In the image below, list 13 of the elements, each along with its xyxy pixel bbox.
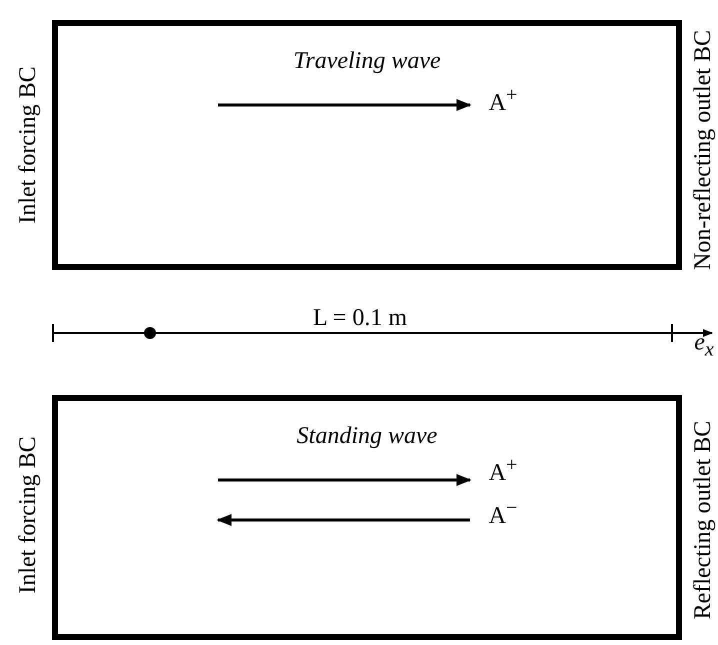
boundary-label: Non-reflecting outlet BC bbox=[690, 30, 716, 270]
box-title: Standing wave bbox=[296, 423, 438, 450]
wave-label: A$^{+}$ bbox=[488, 454, 518, 486]
box-title: Traveling wave bbox=[293, 48, 441, 74]
boundary-label: Inlet forcing BC bbox=[14, 436, 42, 594]
domain-box bbox=[52, 395, 682, 640]
length-label: L = 0.1 m bbox=[313, 304, 407, 332]
boundary-label: Inlet forcing BC bbox=[14, 66, 42, 224]
axis-label: e$_{x}$ bbox=[694, 330, 714, 360]
wave-label: A$^{−}$ bbox=[488, 496, 518, 530]
domain-box bbox=[52, 20, 682, 270]
boundary-label: Reflecting outlet BC bbox=[690, 420, 716, 620]
wave-label: A$^{+}$ bbox=[488, 84, 518, 116]
